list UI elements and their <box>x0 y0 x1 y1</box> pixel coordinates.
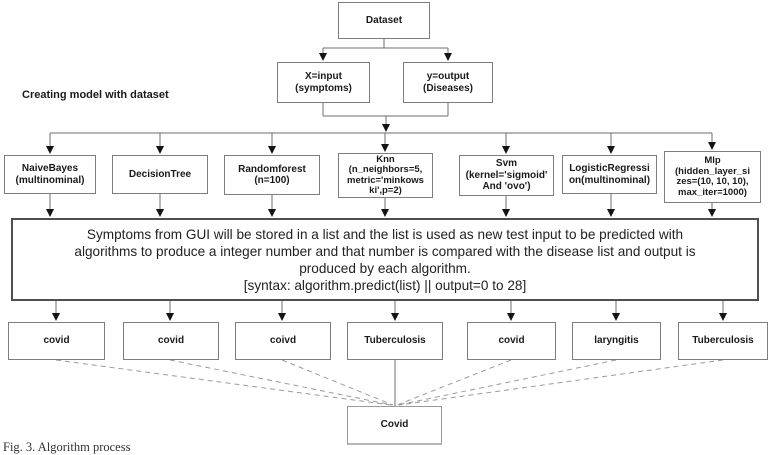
node-dataset: Dataset <box>338 2 430 39</box>
side-note: Creating model with dataset <box>22 89 169 101</box>
node-algorithm-decisiontree: DecisionTree <box>112 155 208 194</box>
node-result-7: Tuberculosis <box>678 322 768 360</box>
node-algorithm-svm: Svm (kernel='sigmoid' And 'ovo') <box>459 155 554 196</box>
node-final-covid: Covid <box>347 406 442 445</box>
arrowhead-icons <box>46 53 727 321</box>
node-result-2: covid <box>123 322 219 360</box>
node-algorithm-knn: Knn (n_neighbors=5, metric='minkows ki',… <box>338 153 433 198</box>
node-result-4: Tuberculosis <box>347 322 443 360</box>
node-algorithm-mlp: Mlp (hidden_layer_si zes=(10, 10, 10), m… <box>664 151 761 203</box>
node-y-output: y=output (Diseases) <box>403 62 493 103</box>
node-algorithm-naivebayes: NaiveBayes (multinominal) <box>4 155 96 194</box>
node-result-3: coivd <box>235 322 331 360</box>
node-algorithm-randomforest: Randomforest (n=100) <box>224 155 320 195</box>
node-algorithm-logisticregression: LogisticRegressi on(multinominal) <box>562 155 657 194</box>
node-result-6: laryngitis <box>572 322 661 360</box>
figure-caption: Fig. 3. Algorithm process <box>3 440 131 454</box>
node-result-5: covid <box>467 322 556 360</box>
node-result-1: covid <box>8 322 105 360</box>
node-description: Symptoms from GUI will be stored in a li… <box>11 218 759 301</box>
node-x-input: X=input (symptoms) <box>277 62 370 103</box>
